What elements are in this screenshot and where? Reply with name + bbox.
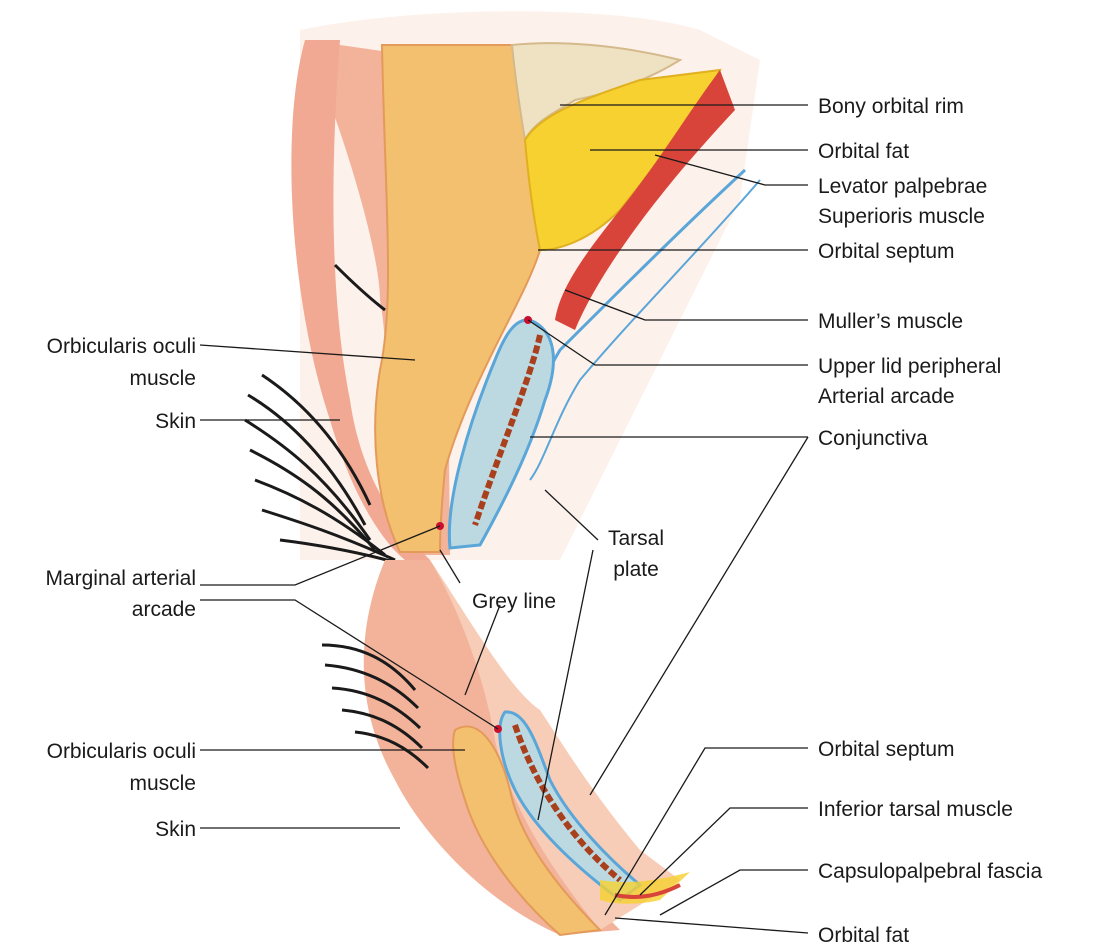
label-orbital-fat-upper: Orbital fat [818, 140, 909, 163]
leader-conjunctiva-lower [590, 437, 808, 795]
label-conjunctiva: Conjunctiva [818, 427, 928, 450]
leader-orbital-fat-lower [615, 918, 808, 933]
label-bony-orbital-rim: Bony orbital rim [818, 95, 964, 118]
label-orbital-septum-upper: Orbital septum [818, 240, 955, 263]
label-skin-lower: Skin [155, 818, 196, 841]
label-orbital-fat-lower: Orbital fat [818, 924, 909, 947]
label-tarsal-1: Tarsal [608, 527, 664, 550]
label-marginal-2: arcade [132, 598, 196, 621]
label-orbital-septum-lower: Orbital septum [818, 738, 955, 761]
label-mullers-muscle: Muller’s muscle [818, 310, 963, 333]
label-levator-1: Levator palpebrae [818, 175, 987, 198]
label-tarsal-2: plate [613, 558, 659, 581]
label-marginal-1: Marginal arterial [45, 567, 196, 590]
label-grey-line: Grey line [472, 590, 556, 613]
label-upper-arcade-2: Arterial arcade [818, 385, 955, 408]
label-inferior-tarsal: Inferior tarsal muscle [818, 798, 1013, 821]
upper-eyelid [245, 11, 760, 565]
lower-eyelid [322, 560, 690, 935]
label-orbicularis-upper-2: muscle [129, 367, 196, 390]
label-orbicularis-upper-1: Orbicularis oculi [47, 335, 196, 358]
label-upper-arcade-1: Upper lid peripheral [818, 355, 1001, 378]
label-orbicularis-lower-1: Orbicularis oculi [47, 740, 196, 763]
label-skin-upper: Skin [155, 410, 196, 433]
label-levator-2: Superioris muscle [818, 205, 985, 228]
label-capsulopalpebral: Capsulopalpebral fascia [818, 860, 1042, 883]
label-orbicularis-lower-2: muscle [129, 772, 196, 795]
